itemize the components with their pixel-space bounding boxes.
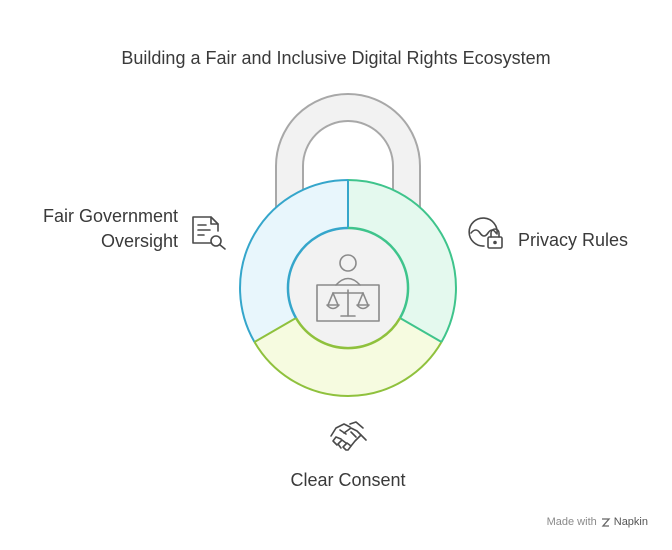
divider-left bbox=[253, 317, 297, 343]
arc-oversight bbox=[239, 179, 349, 343]
label-line-1: Fair Government bbox=[42, 206, 178, 226]
label-privacy-rules: Privacy Rules bbox=[518, 230, 629, 250]
made-with-text: Made with bbox=[546, 516, 597, 528]
label-fair-government-oversight: Fair Government Oversight bbox=[43, 204, 178, 254]
napkin-logo-icon bbox=[601, 517, 611, 527]
napkin-brand-text: Napkin bbox=[613, 516, 648, 528]
lock-shackle bbox=[275, 93, 421, 221]
segment-consent bbox=[254, 318, 442, 396]
label-clear-consent: Clear Consent bbox=[290, 470, 406, 490]
handshake-icon bbox=[330, 421, 367, 451]
judge-scales-icon bbox=[316, 254, 380, 322]
page-title: Building a Fair and Inclusive Digital Ri… bbox=[121, 48, 551, 68]
document-search-icon bbox=[192, 216, 226, 250]
privacy-lock-icon bbox=[468, 217, 503, 249]
arc-privacy bbox=[347, 179, 457, 343]
footer-credit[interactable]: Made with Napkin bbox=[547, 516, 648, 528]
divider-right bbox=[399, 317, 443, 343]
arc-consent bbox=[253, 341, 443, 397]
center-circle bbox=[288, 228, 408, 348]
label-line-2: Oversight bbox=[100, 231, 178, 251]
